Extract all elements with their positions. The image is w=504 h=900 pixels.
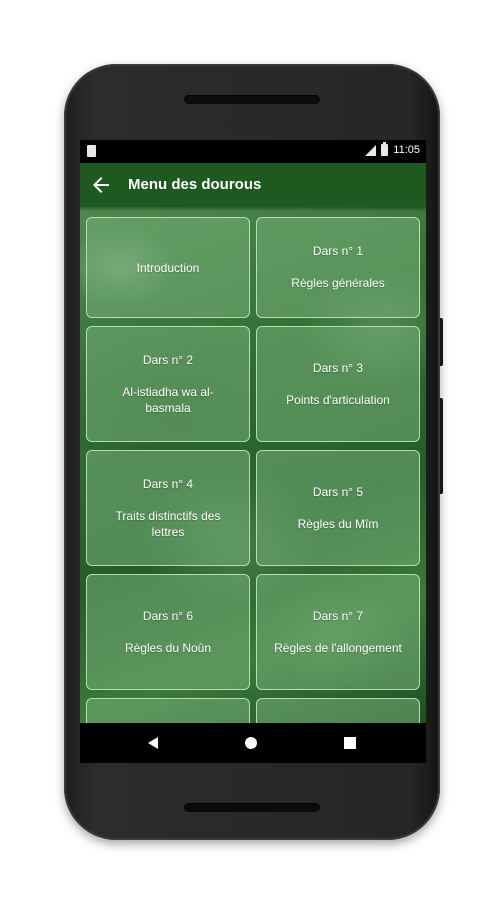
lesson-label: Traits distinctifs des lettres — [115, 508, 221, 539]
volume-button — [438, 398, 443, 494]
lesson-card-partial[interactable] — [256, 698, 420, 723]
lesson-label: Règles du Noûn — [124, 640, 212, 655]
lesson-label: Règles de l'allongement — [274, 640, 402, 655]
lesson-label: Règles générales — [291, 276, 385, 290]
bottom-speaker — [184, 803, 320, 812]
phone-screen: 11:05 Menu des dourous Introduction Dars… — [80, 140, 426, 763]
status-time: 11:05 — [393, 144, 420, 156]
lesson-card-1[interactable]: Dars n° 1 Règles générales — [256, 217, 420, 318]
lesson-card-3[interactable]: Dars n° 3 Points d'articulation — [256, 326, 420, 442]
lesson-number: Dars n° 7 — [312, 608, 364, 623]
power-button — [438, 318, 443, 366]
navigation-bar — [80, 723, 426, 763]
earpiece-speaker — [184, 95, 320, 104]
lesson-card-7[interactable]: Dars n° 7 Règles de l'allongement — [256, 574, 420, 690]
signal-icon — [365, 144, 377, 156]
lesson-card-2[interactable]: Dars n° 2 Al-istiadha wa al-basmala — [86, 326, 250, 442]
lesson-card-6[interactable]: Dars n° 6 Règles du Noûn — [86, 574, 250, 690]
lesson-card-5[interactable]: Dars n° 5 Règles du Mîm — [256, 450, 420, 566]
lesson-card-partial[interactable] — [86, 698, 250, 723]
arrow-back-icon[interactable] — [89, 173, 113, 197]
lesson-label: Introduction — [136, 260, 200, 275]
lesson-number: Dars n° 4 — [142, 476, 194, 491]
nav-recent-icon[interactable] — [344, 737, 356, 749]
lesson-number: Dars n° 6 — [142, 608, 194, 623]
lesson-label: Points d'articulation — [286, 392, 390, 407]
lesson-number: Dars n° 5 — [312, 484, 364, 499]
app-bar: Menu des dourous — [80, 163, 426, 207]
lesson-number: Dars n° 1 — [312, 244, 364, 258]
lessons-grid: Introduction Dars n° 1 Règles générales … — [86, 217, 420, 723]
lessons-list[interactable]: Introduction Dars n° 1 Règles générales … — [80, 207, 426, 723]
lesson-label: Al-istiadha wa al-basmala — [122, 384, 214, 415]
lesson-card-4[interactable]: Dars n° 4 Traits distinctifs des lettres — [86, 450, 250, 566]
sd-card-icon — [87, 145, 96, 157]
page-title: Menu des dourous — [128, 176, 262, 193]
lesson-card-introduction[interactable]: Introduction — [86, 217, 250, 318]
nav-home-icon[interactable] — [245, 737, 257, 749]
status-icons: 11:05 — [365, 142, 420, 156]
lesson-number: Dars n° 3 — [312, 360, 364, 375]
nav-back-icon[interactable] — [148, 737, 158, 749]
battery-icon — [381, 142, 389, 156]
lesson-label: Règles du Mîm — [297, 516, 379, 531]
lesson-number: Dars n° 2 — [142, 352, 194, 367]
status-bar: 11:05 — [80, 140, 426, 163]
